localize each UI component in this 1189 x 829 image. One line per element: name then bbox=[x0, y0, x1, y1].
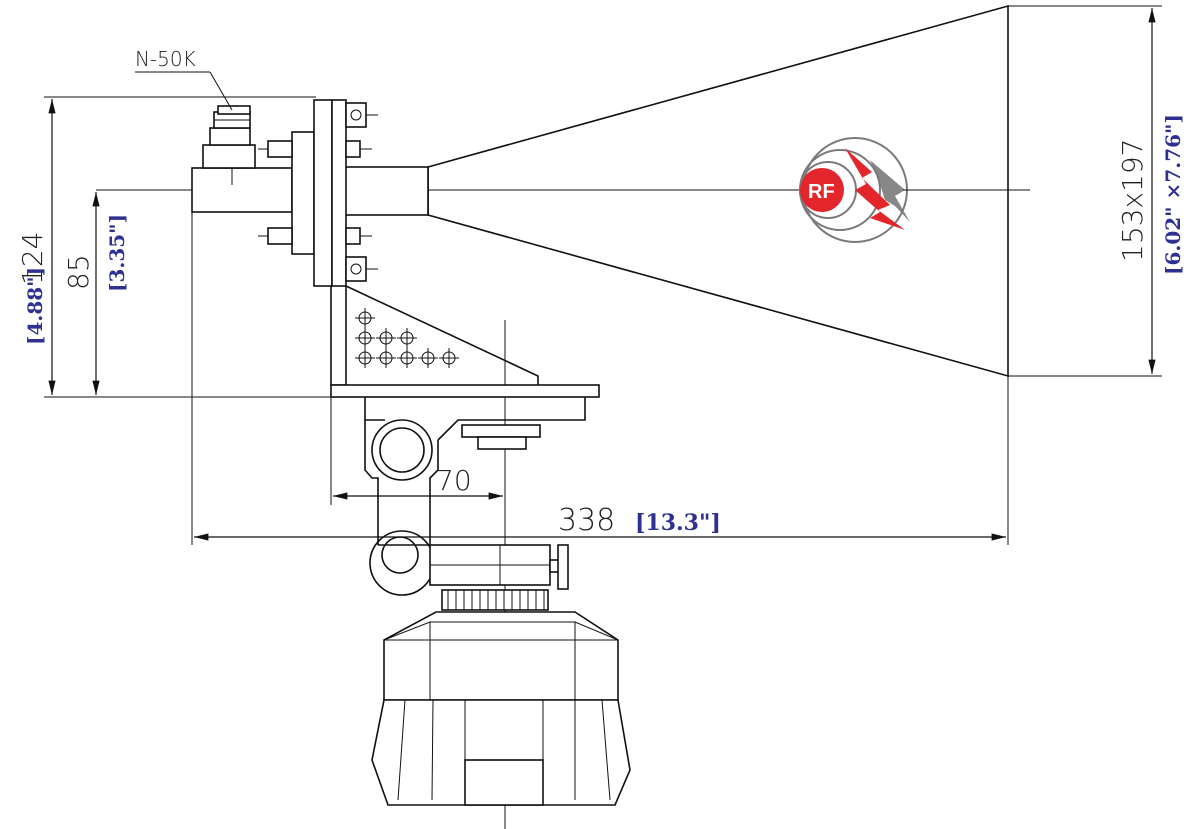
rf-logo: RF bbox=[799, 134, 915, 246]
dim-85-in-label: [3.35"] bbox=[105, 214, 129, 292]
mounting-bracket bbox=[330, 285, 600, 450]
gear-ring bbox=[441, 589, 549, 611]
dim-124-in-label: [4.88"] bbox=[23, 267, 47, 345]
dim-124-mm-label: 124 bbox=[16, 232, 49, 285]
bracket-holes bbox=[355, 308, 459, 368]
dim-338 bbox=[191, 212, 1009, 545]
connector-leader bbox=[135, 71, 233, 111]
dim-338-in-label: [13.3"] bbox=[635, 510, 721, 536]
dim-70 bbox=[330, 397, 503, 505]
horn-body bbox=[427, 4, 1009, 378]
base-block bbox=[371, 611, 631, 806]
dim-124 bbox=[44, 96, 331, 398]
dim-85-mm-label: 85 bbox=[62, 254, 95, 290]
n-connector bbox=[202, 105, 256, 185]
dim-338-mm-label: 338 bbox=[558, 503, 615, 538]
pipe-clamp bbox=[364, 419, 569, 596]
dim-aperture-in-label: [6.02" ×7.76"] bbox=[1161, 114, 1185, 275]
logo-text: RF bbox=[808, 181, 835, 203]
dim-153x197 bbox=[1008, 5, 1162, 377]
connector-label: N-50K bbox=[135, 47, 196, 71]
dim-aperture-mm-label: 153x197 bbox=[1116, 139, 1149, 262]
waveguide-adapter bbox=[191, 99, 429, 287]
dim-70-mm-label: 70 bbox=[436, 464, 472, 497]
